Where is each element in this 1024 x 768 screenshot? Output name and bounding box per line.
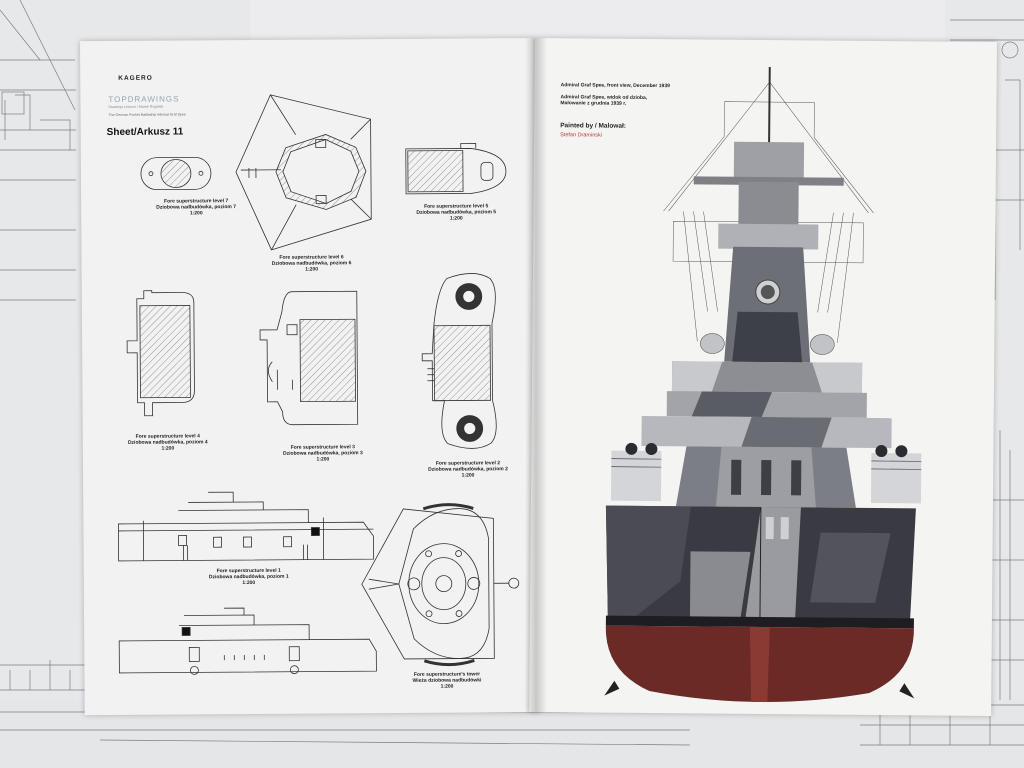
technical-drawings — [117, 94, 520, 675]
drawing-level2 — [421, 273, 497, 449]
drawing-level1 — [117, 491, 375, 562]
drawing-level5 — [405, 143, 507, 195]
left-page: KAGERO TOPDRAWINGS Drawings Lexicon / Ma… — [80, 38, 540, 716]
drawing-level4 — [126, 290, 195, 417]
ship-front-view-illustration — [604, 67, 922, 704]
drawing-tower-side — [118, 607, 377, 675]
book-gutter — [525, 38, 547, 712]
open-book: KAGERO TOPDRAWINGS Drawings Lexicon / Ma… — [80, 38, 1000, 717]
drawing-level3 — [259, 290, 359, 426]
right-page: Admiral Graf Spee, front view, December … — [529, 38, 997, 717]
drawing-level7 — [140, 156, 212, 191]
drawing-tower-plan — [361, 503, 520, 667]
background-sheet-top — [250, 0, 950, 45]
drawing-level6 — [235, 94, 372, 251]
